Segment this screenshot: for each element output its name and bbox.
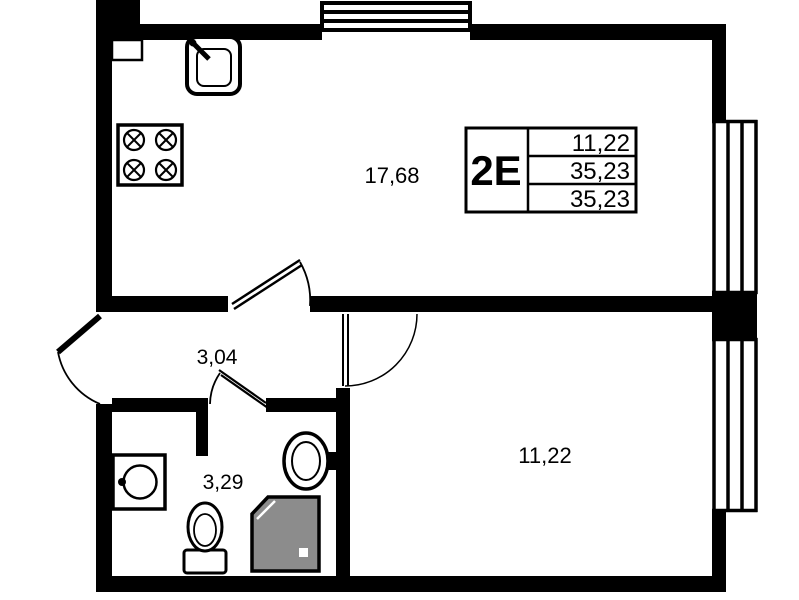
kitchen-sink-icon xyxy=(185,35,242,96)
hallway-living-door-icon xyxy=(231,258,312,311)
unit-info-table: 2E 11,22 35,23 35,23 xyxy=(464,126,638,214)
duct-shaft xyxy=(110,38,144,62)
wall-bathroom-stub xyxy=(196,398,208,456)
wall-top-left xyxy=(96,24,322,40)
window-right-upper-icon xyxy=(712,119,758,295)
hallway-area-label: 3,04 xyxy=(197,346,238,369)
wall-bathroom-top-left xyxy=(112,398,208,412)
bedroom-door-icon xyxy=(342,313,418,387)
wall-right-upper xyxy=(712,24,726,120)
window-top-icon xyxy=(320,1,472,32)
washbasin-icon xyxy=(111,453,167,511)
unit-table-value-3: 35,23 xyxy=(570,186,630,213)
wall-top-right xyxy=(470,24,726,40)
walls xyxy=(96,0,757,592)
wall-left-lower xyxy=(96,404,112,592)
bedroom-area-label: 11,22 xyxy=(518,443,571,468)
pedestal-sink-icon xyxy=(282,431,336,491)
wall-left-upper xyxy=(96,24,112,312)
entrance-door-icon xyxy=(56,313,102,405)
wall-middle-left xyxy=(96,296,228,312)
living-kitchen-area-label: 17,68 xyxy=(364,163,419,188)
window-right-lower-icon xyxy=(712,337,758,513)
unit-table-value-1: 11,22 xyxy=(572,130,630,157)
unit-table-value-2: 35,23 xyxy=(570,158,630,185)
wall-right-lower xyxy=(712,512,726,592)
bathroom-area-label: 3,29 xyxy=(203,471,244,494)
shower-icon xyxy=(250,495,321,573)
wall-bottom xyxy=(96,576,726,592)
wall-middle-right xyxy=(310,296,726,312)
stove-icon xyxy=(116,123,184,187)
toilet-icon xyxy=(182,501,228,575)
bathroom-door-icon xyxy=(209,369,269,409)
wall-bathroom-top-right xyxy=(266,398,336,412)
wall-bedroom-divider xyxy=(336,388,350,576)
unit-label: 2E xyxy=(470,147,521,194)
